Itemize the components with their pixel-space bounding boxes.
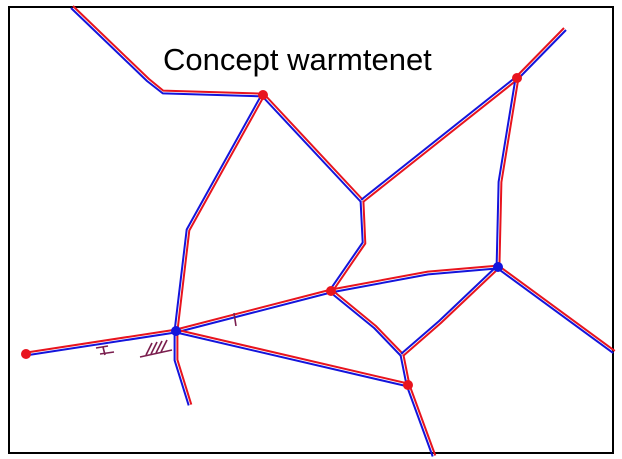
node-f [403,380,413,390]
diagram-title: Concept warmtenet [163,42,432,77]
pipe-node-b-to-node-c [495,77,520,268]
return-line [517,29,567,80]
supply-line [498,78,520,268]
supply-line [402,267,500,357]
return-line [175,331,408,388]
pipe-node-a-to-node-e [173,93,266,332]
node-a [258,90,268,100]
supply-line [72,5,264,95]
pipe-node-d-to-valve [329,289,404,357]
return-line [495,77,517,268]
supply-line [515,27,565,78]
supply-line [25,328,176,354]
pipes [25,5,616,457]
supply-line [176,328,409,385]
supply-line [176,95,266,332]
return-line [360,76,517,201]
return-line [176,267,499,334]
annotation-hatch-3 [155,340,163,354]
pipe-node-a-to-junction [261,93,364,203]
pipe-top-left [70,5,264,98]
node-d [326,286,336,296]
supply-line [263,93,364,201]
pipe-valve-to-node-f [399,354,411,386]
annotation-tick-b2 [99,351,115,355]
supply-line [408,384,437,456]
supply-line [362,78,519,203]
annotation-hatch-1 [145,342,153,356]
annotations [95,312,237,358]
annotation-hatch-2 [150,341,158,355]
return-line [26,331,177,357]
return-line [496,267,614,354]
supply-line [331,200,367,293]
pipe-node-c-to-valve [400,265,500,357]
return-line [261,95,362,203]
annotation-hatch-4 [160,339,168,353]
pipe-main-east [175,264,499,334]
node-b [512,73,522,83]
supply-line [176,331,193,405]
pipe-node-e-south-stub [173,331,193,406]
annotation-hatch-base [139,349,173,358]
annotation-tick-b1 [95,345,109,349]
return-line [399,355,408,386]
pipe-node-f-south [405,384,437,457]
return-line [400,265,498,355]
return-line [173,331,190,406]
nodes [21,73,522,390]
pipe-junction-to-node-d [328,200,367,293]
supply-line [498,265,616,352]
return-line [70,7,264,98]
node-west [21,349,31,359]
pipe-node-c-to-east [496,265,616,354]
return-line [329,291,402,357]
pipe-main-west [25,328,177,357]
node-c [493,262,503,272]
node-e [171,326,181,336]
annotation-tick-a [233,312,237,327]
pipe-top-right-stub [515,27,567,80]
supply-line [175,264,498,331]
return-line [173,93,263,331]
return-line [328,201,364,291]
annotation-tick-b3 [102,346,106,356]
supply-line [402,354,411,385]
pipe-node-b-to-junction [360,76,519,203]
return-line [405,385,434,457]
pipe-node-e-to-node-f [175,328,409,388]
supply-line [331,289,404,355]
